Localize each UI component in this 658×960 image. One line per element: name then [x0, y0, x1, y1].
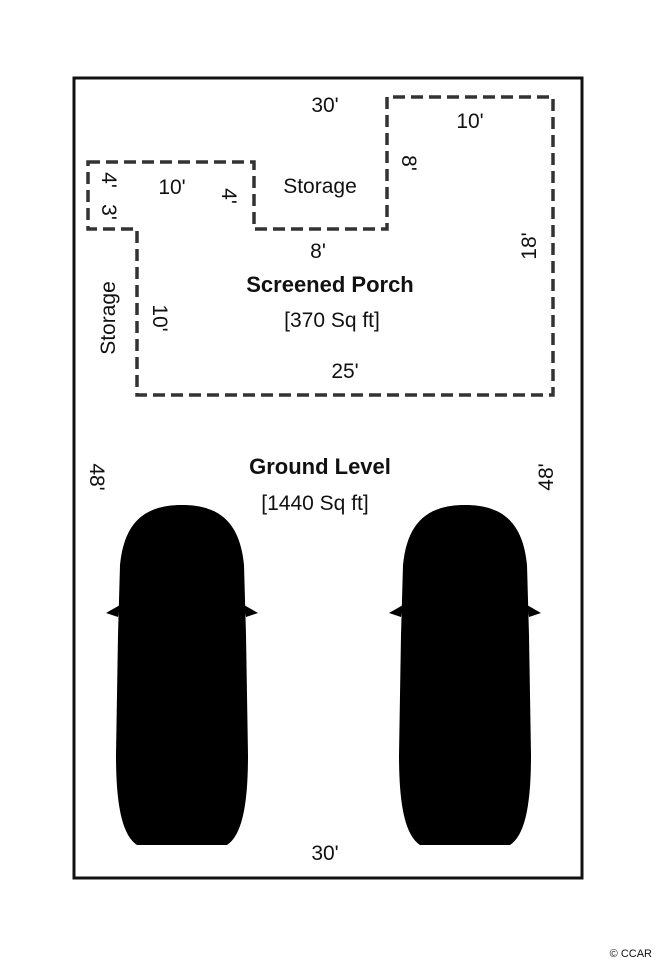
screened-porch-area: [370 Sq ft]	[284, 309, 380, 332]
right-block-step-label: 8'	[397, 155, 420, 171]
porch-left-depth-label: 10'	[148, 304, 171, 331]
storage-left-label: Storage	[97, 281, 120, 355]
top-width-label: 30'	[311, 94, 338, 117]
right-depth-label: 48'	[535, 463, 558, 490]
left-depth-label: 48'	[85, 463, 108, 490]
storage-top-label: Storage	[283, 175, 357, 198]
left-block-step-label: 4'	[217, 188, 240, 204]
ground-level-outline	[72, 76, 584, 880]
bottom-width-label: 30'	[311, 842, 338, 865]
left-block-width-label: 10'	[158, 176, 185, 199]
screened-porch-title: Screened Porch	[246, 272, 414, 297]
right-block-width-label: 10'	[456, 110, 483, 133]
ground-level-area: [1440 Sq ft]	[261, 492, 368, 515]
storage-width-label: 8'	[310, 240, 326, 263]
porch-width-label: 25'	[331, 360, 358, 383]
left-block-depth-b-label: 3'	[97, 204, 120, 220]
watermark: © CCAR	[610, 948, 652, 960]
car-icon-right	[389, 505, 541, 845]
ground-level-title: Ground Level	[249, 454, 391, 479]
porch-depth-label: 18'	[518, 232, 541, 259]
left-block-depth-a-label: 4'	[97, 172, 120, 188]
car-icon-left	[106, 505, 258, 845]
